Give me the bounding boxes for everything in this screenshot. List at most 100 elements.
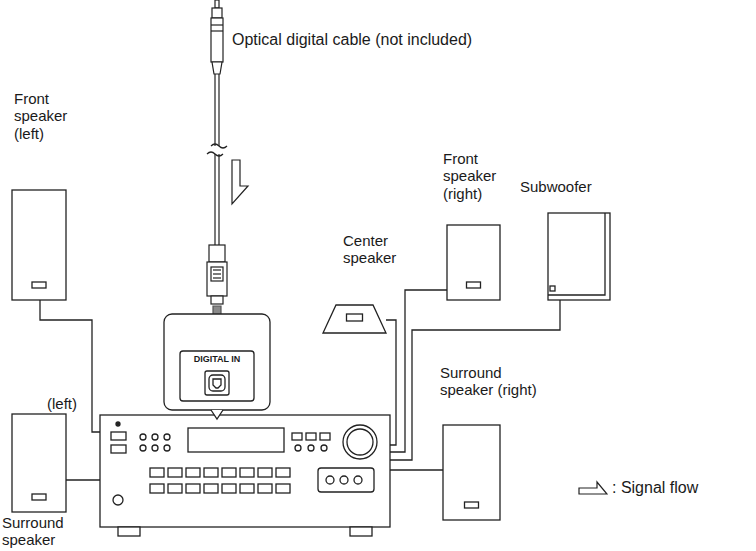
speaker-node: Subwoofer — [515, 178, 620, 303]
receiver — [318, 468, 374, 492]
receiver — [152, 445, 158, 451]
speaker-node: Surround speaker (right) — [438, 364, 553, 524]
optical-cable — [213, 273, 221, 274]
digital-shape — [164, 314, 270, 419]
receiver — [350, 527, 372, 536]
subwoofer-cabinet — [548, 213, 610, 300]
speaker-cabinet — [323, 305, 386, 333]
legend-entry: : Signal flow — [578, 479, 698, 497]
receiver — [186, 484, 200, 493]
optical-cable — [212, 8, 222, 18]
speaker-wire — [40, 300, 100, 432]
optical-cable — [213, 269, 221, 270]
speaker-node: Center speaker — [318, 232, 415, 337]
speaker-label: (left) — [47, 395, 92, 412]
signal-flow-arrow — [232, 160, 248, 204]
speaker-label: Front speaker (left) — [14, 90, 84, 142]
receiver — [240, 468, 254, 477]
receiver — [326, 476, 334, 484]
receiver — [150, 468, 164, 477]
optical-cable — [218, 74, 219, 146]
speaker-wire — [390, 469, 443, 470]
receiver — [116, 422, 120, 426]
speaker-node: Front speaker (right) — [440, 150, 520, 305]
receiver — [113, 495, 123, 505]
legend-swatch — [578, 480, 608, 496]
receiver — [295, 445, 301, 451]
speaker-shape — [12, 414, 66, 512]
speaker-label: Surround speaker (right) — [440, 364, 548, 399]
bass-port — [465, 502, 479, 508]
node-outline — [515, 178, 620, 303]
receiver — [347, 429, 373, 455]
receiver — [186, 468, 200, 477]
jack-panel — [180, 351, 254, 401]
optical-jack — [213, 379, 221, 388]
receiver — [168, 468, 182, 477]
receiver — [150, 484, 164, 493]
receiver — [188, 428, 284, 452]
speaker-cabinet — [12, 414, 66, 512]
receiver — [258, 484, 272, 493]
receiver — [164, 445, 170, 451]
callout-frame — [164, 314, 270, 410]
optical-cable — [211, 296, 223, 304]
speaker-label: Center speaker — [343, 232, 413, 267]
speaker-shape — [447, 225, 500, 300]
optical-cable — [211, 144, 227, 148]
speaker-cabinet — [443, 425, 500, 520]
speaker-shape — [12, 190, 66, 300]
receiver — [276, 468, 290, 477]
receiver — [222, 468, 236, 477]
speaker-node: Front speaker (left) — [4, 90, 86, 305]
receiver — [306, 433, 316, 440]
optical-cable — [209, 245, 225, 262]
node-outline — [163, 313, 271, 421]
speaker-wire — [66, 479, 100, 480]
receiver — [354, 476, 362, 484]
receiver — [152, 434, 158, 440]
receiver — [343, 425, 377, 459]
receiver — [100, 415, 390, 536]
center-shape — [323, 305, 386, 333]
speaker-node: (left) Surround speaker — [0, 394, 94, 551]
optical-cable — [212, 62, 222, 74]
optical-cable — [211, 18, 223, 62]
receiver — [140, 434, 146, 440]
speaker-cabinet — [447, 225, 500, 300]
receiver — [111, 432, 126, 440]
receiver — [276, 484, 290, 493]
speaker-label: Surround speaker — [2, 514, 72, 549]
optical-cable — [215, 0, 219, 8]
receiver — [204, 484, 218, 493]
optical-cable — [213, 277, 221, 278]
legend-text: : Signal flow — [612, 479, 698, 497]
bass-port — [32, 282, 46, 288]
optical-cable — [211, 24, 223, 25]
speaker-label: Front speaker (right) — [443, 150, 515, 202]
speaker-cabinet — [12, 190, 66, 300]
receiver — [140, 445, 146, 451]
receiver — [340, 476, 348, 484]
optical-jack — [205, 371, 229, 395]
optical-jack — [209, 375, 225, 391]
speaker-wire — [390, 290, 447, 452]
receiver — [222, 484, 236, 493]
bass-port — [347, 314, 363, 321]
receiver — [168, 484, 182, 493]
optical-cable — [207, 0, 227, 304]
receiver — [100, 415, 390, 527]
receiver — [321, 445, 327, 451]
optical-cable — [218, 154, 219, 245]
optical-cable — [211, 30, 223, 31]
bass-port — [467, 282, 481, 288]
callout-pointer — [211, 410, 223, 419]
optical-cable — [211, 267, 223, 281]
cabinet-edge — [548, 213, 605, 295]
receiver — [258, 468, 272, 477]
speaker-shape — [443, 425, 500, 520]
signal-flow-symbol — [579, 482, 607, 494]
